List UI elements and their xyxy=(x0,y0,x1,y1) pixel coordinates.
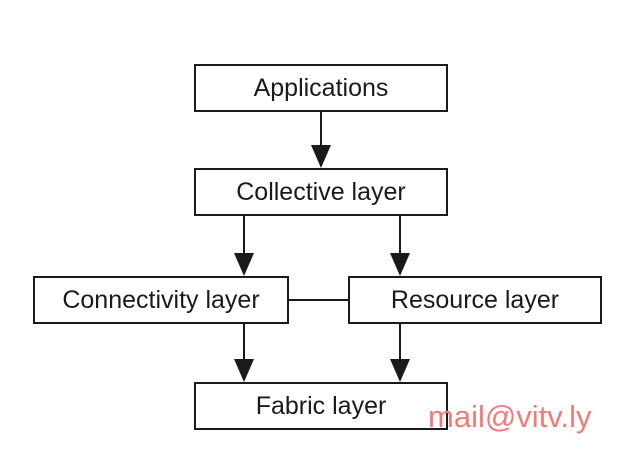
fabric-layer-box: Fabric layer xyxy=(194,382,448,430)
watermark-text: mail@vitv.ly xyxy=(428,399,592,434)
resource-layer-label: Resource layer xyxy=(390,285,560,314)
arrowhead-collective-to-connectivity xyxy=(234,253,254,276)
applications-box: Applications xyxy=(194,64,448,112)
collective-layer-label: Collective layer xyxy=(236,177,406,206)
collective-layer-box: Collective layer xyxy=(194,168,448,216)
fabric-layer-label: Fabric layer xyxy=(255,391,387,420)
arrowhead-resource-to-fabric xyxy=(390,359,410,382)
applications-label: Applications xyxy=(253,73,389,102)
arrowhead-connectivity-to-fabric xyxy=(234,359,254,382)
resource-layer-box: Resource layer xyxy=(348,276,602,324)
connectivity-layer-label: Connectivity layer xyxy=(62,285,260,314)
arrowhead-collective-to-resource xyxy=(390,253,410,276)
arrowhead-applications-to-collective xyxy=(311,145,331,168)
connectivity-layer-box: Connectivity layer xyxy=(33,276,289,324)
